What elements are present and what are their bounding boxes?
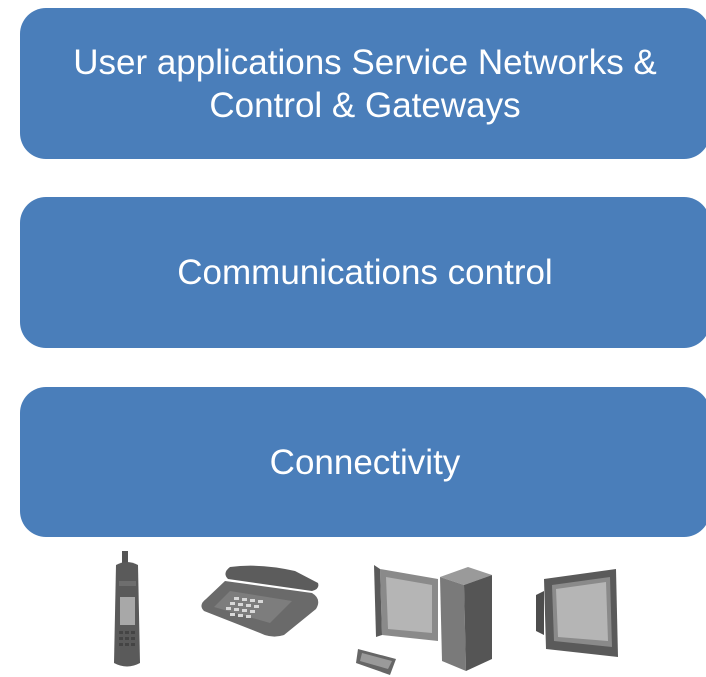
control-layer-label: Communications control (177, 253, 553, 292)
mobile-phone-icon (114, 551, 140, 667)
service-layer-label: User applications Service Networks & Con… (73, 42, 657, 125)
control-layer-box: Communications control (20, 197, 706, 348)
desk-phone-icon (201, 565, 319, 637)
monitor-icon (536, 569, 618, 657)
device-row (0, 545, 706, 675)
desktop-computer-icon (356, 565, 492, 675)
service-layer-box: User applications Service Networks & Con… (20, 8, 706, 159)
connectivity-layer-box: Connectivity (20, 387, 706, 537)
connectivity-layer-label: Connectivity (269, 442, 461, 482)
